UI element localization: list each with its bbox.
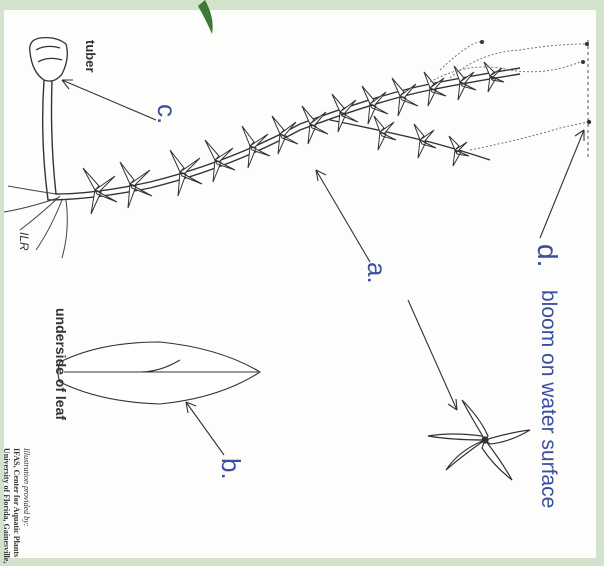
corner-leaf-decoration xyxy=(198,0,213,34)
tuber-label: tuber xyxy=(83,40,98,73)
label-c: c. xyxy=(152,104,182,124)
label-b: b. xyxy=(216,458,246,480)
credit-line-1: Illustration provided by: xyxy=(22,447,31,527)
tuber-shape xyxy=(30,38,68,82)
leaf-whorl-detail xyxy=(428,400,530,480)
bloom-caption: bloom on water surface xyxy=(537,290,560,508)
artist-initials: ILR xyxy=(17,232,31,251)
flower-stalks xyxy=(430,42,588,150)
leaf-caption: underside of leaf xyxy=(53,308,69,420)
leaf-underside-drawing xyxy=(58,342,260,404)
roots xyxy=(4,186,67,258)
label-d: d. xyxy=(532,244,563,267)
credit-line-3: University of Florida, Gainesville, 1990 xyxy=(2,448,11,566)
leaf-whorls xyxy=(83,62,504,214)
flower-buds xyxy=(480,40,591,124)
credit-line-2: IFAS, Center for Aquatic Plants xyxy=(12,448,21,557)
label-a: a. xyxy=(362,262,392,284)
